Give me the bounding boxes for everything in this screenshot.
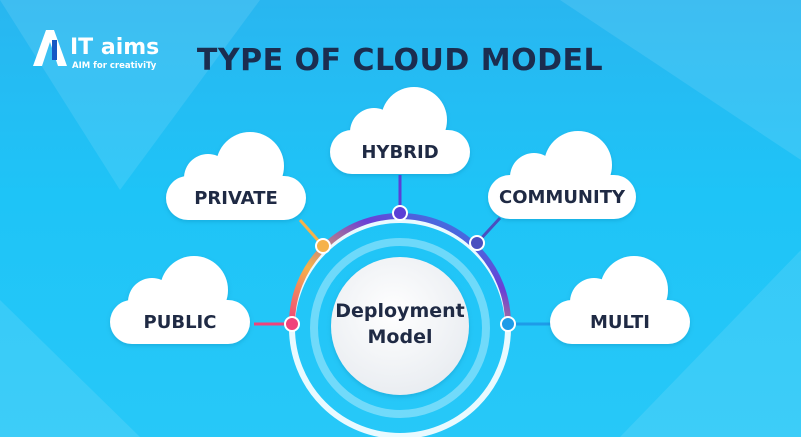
node-hybrid xyxy=(392,205,408,221)
center-label-line2: Model xyxy=(368,326,433,348)
cloud-label-public: PUBLIC xyxy=(144,312,217,333)
logo-accent xyxy=(52,40,57,60)
brand-logo: IT aims AIM for creativiTy xyxy=(33,30,159,71)
cloud-icon xyxy=(550,256,690,344)
logo-mark-icon xyxy=(33,30,67,66)
cloud-label-multi: MULTI xyxy=(590,312,650,333)
cloud-icon xyxy=(330,87,470,174)
brand-name: IT aims xyxy=(70,35,159,60)
cloud-hybrid: HYBRID xyxy=(330,87,470,174)
cloud-icon xyxy=(488,131,636,219)
cloud-label-community: COMMUNITY xyxy=(499,187,626,208)
cloud-label-private: PRIVATE xyxy=(194,188,278,209)
node-dots xyxy=(284,205,516,332)
cloud-icon xyxy=(110,256,250,344)
node-multi xyxy=(500,316,516,332)
brand-tagline: AIM for creativiTy xyxy=(72,61,157,71)
inner-ring xyxy=(310,238,490,418)
cloud-private: PRIVATE xyxy=(166,132,306,220)
node-public xyxy=(284,316,300,332)
cloud-icon xyxy=(166,132,306,220)
page-title: TYPE OF CLOUD MODEL xyxy=(197,43,603,78)
cloud-multi: MULTI xyxy=(550,256,690,344)
node-community xyxy=(469,235,485,251)
cloud-public: PUBLIC xyxy=(110,256,250,344)
center-disc xyxy=(331,257,469,395)
cloud-label-hybrid: HYBRID xyxy=(361,142,438,163)
cloud-community: COMMUNITY xyxy=(488,131,636,219)
node-private xyxy=(315,238,331,254)
center-label-line1: Deployment xyxy=(335,300,465,322)
